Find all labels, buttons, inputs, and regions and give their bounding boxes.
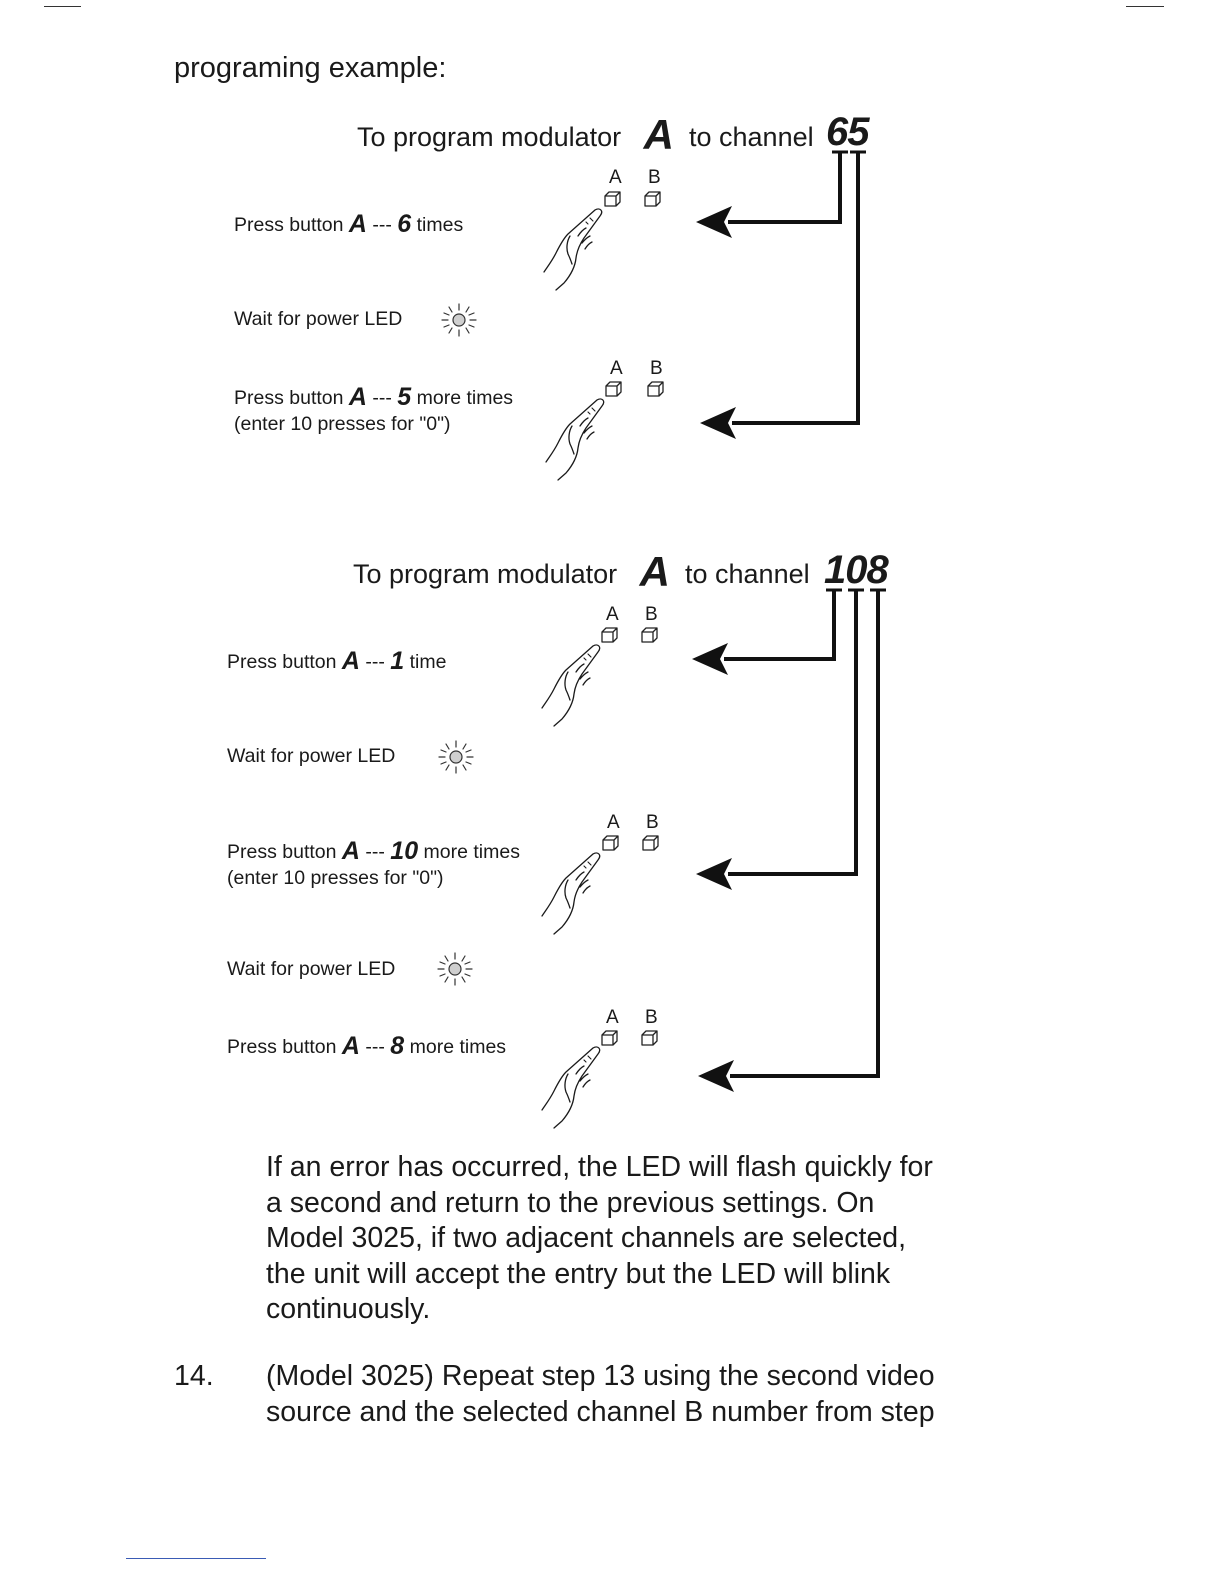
step-prefix: Press button [234,214,344,236]
button-pair-icon [604,191,661,207]
title-mid: to channel [685,559,810,589]
step-14-number: 14. [174,1360,214,1392]
step-suffix: time [409,651,447,673]
button-label-a: A [610,358,623,379]
step-button-letter: A [348,210,367,238]
step-button-letter: A [348,383,367,411]
step-14-text: (Model 3025) Repeat step 13 using the se… [266,1359,935,1430]
button-pair-icon [605,381,664,397]
paragraph-line: (Model 3025) Repeat step 13 using the se… [266,1360,935,1392]
blinking-led-icon [438,740,474,774]
example2-step-2: Wait for power LED [227,745,396,767]
step-note: (enter 10 presses for "0") [234,413,451,435]
step-count: 10 [390,837,419,865]
arrow-head [696,206,732,238]
example1-channel: 65 [826,110,869,154]
step-button-letter: A [341,647,360,675]
connector-arrow [730,590,880,1078]
step-separator: --- [365,651,385,673]
title-mid: to channel [689,122,814,152]
arrow-head [698,1060,734,1092]
top-left-rule [44,6,81,7]
hand-pressing-button-icon [543,208,603,291]
example2-step-5: Press button A --- 8 more times [227,1032,506,1060]
bottom-left-rule [126,1558,266,1559]
blinking-led-icon [441,303,477,337]
step-button-letter: A [341,837,360,865]
example1-step-3: Press button A --- 5 more times (enter 1… [234,383,513,437]
step-prefix: Press button [227,651,337,673]
paragraph-line: continuously. [266,1293,431,1325]
blinking-led-icon [437,952,473,986]
button-label-b: B [650,358,663,379]
title-prefix: To program modulator [357,122,622,152]
step-count: 8 [390,1032,405,1060]
step-prefix: Press button [227,841,337,863]
connector-arrow [728,590,858,876]
hand-pressing-button-icon [541,852,601,935]
connector-arrow [732,152,860,425]
step-separator: --- [365,841,385,863]
step-count: 5 [397,383,412,411]
button-label-b: B [648,167,661,188]
button-label-a: A [606,604,619,625]
step-suffix: more times [423,841,520,863]
step-prefix: Press button [234,387,344,409]
modulator-letter: A [643,111,674,158]
paragraph-line: If an error has occurred, the LED will f… [266,1151,933,1183]
step-separator: --- [365,1036,385,1058]
paragraph-line: the unit will accept the entry but the L… [266,1257,891,1290]
example2-step-4: Wait for power LED [227,958,396,980]
hand-pressing-button-icon [541,644,601,727]
step-separator: --- [372,387,392,409]
example2-channel: 108 [824,548,889,592]
section-heading: programing example: [174,52,447,84]
button-pair-icon [601,627,658,643]
example2-title: To program modulator A to channel [353,545,810,595]
hand-pressing-button-icon [541,1046,601,1129]
button-pair-icon [601,1030,658,1046]
title-prefix: To program modulator [353,559,618,589]
modulator-letter: A [639,548,670,595]
example1-step-1: Press button A --- 6 times [234,210,463,238]
button-label-b: B [645,1007,658,1028]
paragraph-line: source and the selected channel B number… [266,1395,935,1428]
paragraph-line: Model 3025, if two adjacent channels are… [266,1222,907,1254]
arrow-head [696,858,732,890]
example1-title: To program modulator A to channel [357,108,814,158]
arrow-head [700,407,736,439]
top-right-rule [1126,6,1164,7]
button-label-b: B [645,604,658,625]
connector-arrow [728,152,842,224]
step-prefix: Press button [227,1036,337,1058]
step-count: 6 [397,210,412,238]
hand-pressing-button-icon [545,398,605,481]
step-count: 1 [390,647,405,675]
button-label-a: A [609,167,622,188]
example2-step-3: Press button A --- 10 more times (enter … [227,837,520,891]
button-label-b: B [646,812,659,833]
connector-arrow [724,590,836,661]
button-pair-icon [602,835,659,851]
step-separator: --- [372,214,392,236]
error-paragraph: If an error has occurred, the LED will f… [266,1150,933,1328]
button-label-a: A [607,812,620,833]
arrow-head [692,643,728,675]
example2-step-1: Press button A --- 1 time [227,647,446,675]
example1-step-2: Wait for power LED [234,308,403,330]
paragraph-line: a second and return to the previous sett… [266,1186,875,1219]
button-label-a: A [606,1007,619,1028]
step-suffix: more times [409,1036,507,1058]
step-suffix: times [416,214,464,236]
step-suffix: more times [416,387,514,409]
step-button-letter: A [341,1032,360,1060]
step-note: (enter 10 presses for "0") [227,867,444,889]
